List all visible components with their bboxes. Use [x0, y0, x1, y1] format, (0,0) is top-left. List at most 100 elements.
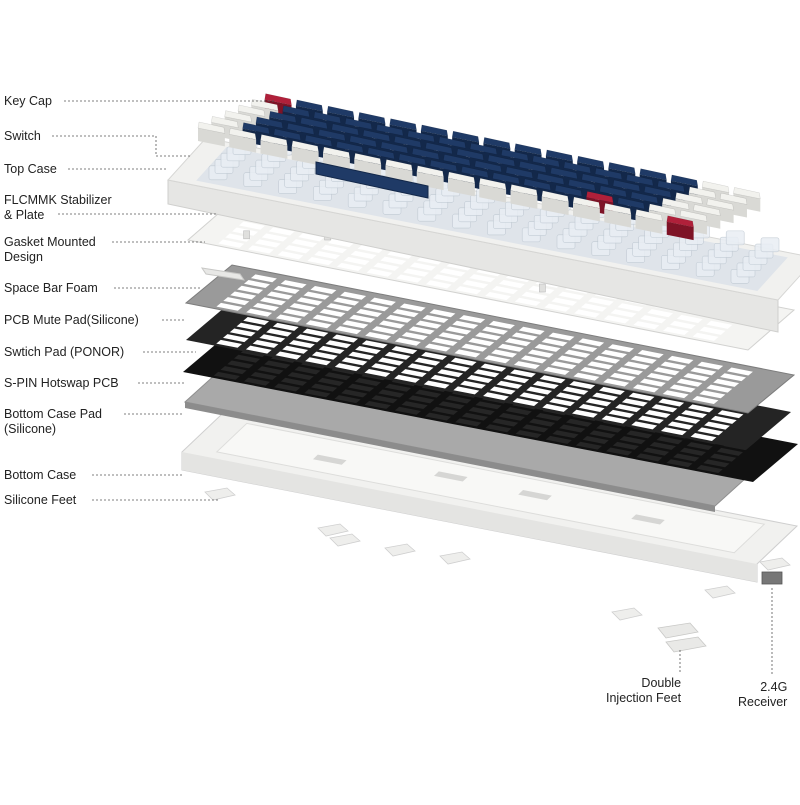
plate-hole — [492, 285, 518, 295]
plate-hole — [274, 383, 301, 392]
label-hotswap-pcb: S-PIN Hotswap PCB — [4, 376, 119, 390]
keycap — [492, 172, 520, 185]
plate-hole — [437, 369, 464, 378]
plate-hole — [396, 274, 423, 283]
plate-hole — [574, 309, 600, 318]
plate-hole — [514, 297, 541, 306]
keycap — [581, 173, 609, 186]
plate-hole — [512, 398, 539, 407]
keycap — [385, 159, 413, 172]
plate-hole — [669, 320, 696, 330]
plate-hole — [572, 409, 598, 418]
plate-hole — [273, 285, 300, 294]
plate-hole — [521, 291, 548, 300]
keycap — [666, 215, 694, 228]
pcb-mute-pad — [184, 264, 796, 414]
plate-hole — [220, 366, 247, 375]
keycap — [353, 152, 382, 165]
plate-hole — [610, 372, 637, 381]
bottom-case-tray — [215, 422, 766, 554]
label-gasket-mounted: Gasket Mounted Design — [4, 235, 96, 264]
plate-hole — [357, 244, 384, 253]
plate-hole — [234, 354, 261, 363]
plate-hole — [663, 326, 689, 336]
plate-hole — [578, 404, 605, 412]
plate-hole — [334, 395, 361, 404]
keycap — [510, 184, 538, 197]
plate-hole — [253, 302, 280, 311]
plate-hole — [559, 424, 586, 433]
plate-hole — [461, 412, 489, 421]
plate-hole — [647, 309, 674, 318]
space-bar-foam — [200, 267, 246, 281]
keycap — [586, 191, 614, 204]
bottom-case-cutout — [631, 514, 665, 525]
plate-hole — [580, 303, 607, 312]
label-bottom-case: Bottom Case — [4, 468, 77, 482]
plate-hole — [582, 436, 609, 444]
plate-hole — [658, 398, 685, 407]
plate-hole — [638, 415, 664, 424]
keycap-side — [573, 203, 600, 222]
plate-hole — [573, 372, 600, 381]
bottom-case-cutout — [518, 490, 552, 501]
double-injection-foot — [657, 622, 699, 639]
plate-hole — [601, 349, 628, 358]
plate-hole — [394, 337, 421, 346]
plate-hole — [366, 268, 393, 277]
plate-hole — [364, 368, 391, 377]
plate-hole — [656, 436, 683, 445]
keycap — [362, 129, 391, 142]
plate-hole — [349, 314, 376, 323]
keycap — [733, 187, 761, 200]
plate-hole — [237, 285, 264, 294]
keycap — [630, 191, 659, 204]
plate-hole — [350, 250, 377, 259]
plate-hole — [223, 297, 250, 306]
plate-hole — [628, 392, 655, 401]
plate-hole — [355, 346, 381, 354]
keycap — [291, 140, 319, 153]
keycap-side — [198, 128, 225, 147]
plate-hole — [445, 326, 472, 335]
plate-hole — [653, 367, 680, 376]
plate-hole — [422, 314, 449, 323]
plate-hole — [266, 291, 293, 300]
plate-hole — [305, 320, 332, 329]
plate-hole — [453, 386, 480, 395]
plate-hole — [710, 453, 737, 462]
plate-hole — [213, 371, 240, 380]
plate-hole — [246, 308, 273, 317]
plate-hole — [640, 315, 667, 324]
plate-hole — [340, 291, 367, 300]
plate-hole — [250, 274, 277, 283]
plate-hole — [551, 297, 578, 306]
plate-hole — [459, 315, 486, 324]
keycap — [224, 110, 252, 123]
plate-hole — [377, 357, 404, 366]
plate-hole — [596, 424, 623, 433]
plate-hole — [480, 363, 507, 372]
plate-hole — [475, 332, 502, 341]
plate-hole — [243, 317, 270, 325]
keycap — [358, 112, 386, 125]
stabilizer — [539, 283, 546, 293]
plate-hole — [275, 351, 302, 360]
keycap — [416, 165, 444, 178]
keycap — [719, 192, 748, 205]
plate-hole — [697, 361, 724, 370]
plate-hole — [310, 285, 337, 294]
keycap — [626, 174, 654, 187]
double-injection-foot — [665, 636, 707, 653]
keycap — [304, 134, 333, 147]
plate-hole — [589, 430, 616, 439]
plate-hole — [371, 363, 398, 372]
keycap — [688, 186, 717, 199]
keycap — [474, 160, 502, 173]
keycap — [661, 197, 690, 210]
plate-hole — [468, 338, 495, 346]
plate-hole — [415, 320, 442, 329]
plate-hole — [401, 401, 428, 410]
plate-hole — [216, 339, 243, 348]
